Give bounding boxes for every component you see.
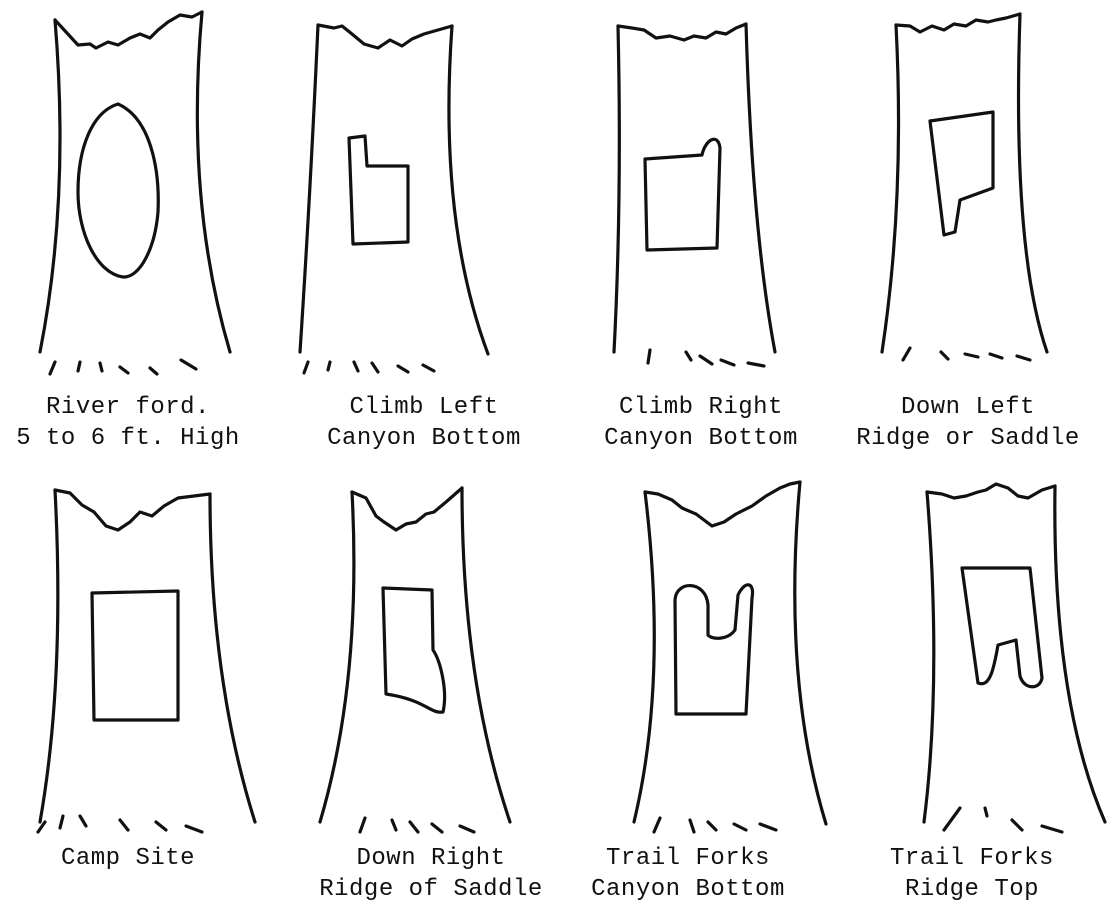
tree-trunk-outline <box>210 494 255 822</box>
tree-down-right <box>320 488 510 832</box>
caption-line: Trail Forks <box>822 843 1117 874</box>
tree-break-top <box>318 25 452 48</box>
tree-trunk-outline <box>320 492 354 822</box>
ground-marks <box>654 818 776 832</box>
tree-trunk-outline <box>462 488 510 822</box>
tree-trunk-outline <box>40 490 58 822</box>
caption-line: Down Right <box>281 843 581 874</box>
tree-trunk-outline <box>634 492 654 822</box>
tree-trunk-outline <box>795 482 826 824</box>
tree-break-top <box>618 24 746 40</box>
tree-trunk-outline <box>40 20 60 352</box>
blaze-fork-down-mark <box>962 568 1042 687</box>
tree-trunk-outline <box>1055 486 1105 822</box>
caption-trail-forks-canyon: Trail Forks Canyon Bottom <box>538 843 838 905</box>
blaze-tab-mark <box>645 139 720 250</box>
tree-trunk-outline <box>197 12 230 352</box>
tree-trunk-outline <box>746 24 775 352</box>
tree-climb-right <box>614 24 775 366</box>
caption-line: Climb Left <box>274 392 574 423</box>
blaze-tail-mark <box>930 112 993 235</box>
caption-line: Ridge Top <box>822 874 1117 905</box>
caption-line: Trail Forks <box>538 843 838 874</box>
tree-break-top <box>55 12 202 48</box>
caption-line: Down Left <box>818 392 1117 423</box>
ground-marks <box>38 816 202 832</box>
caption-line: River ford. <box>0 392 278 423</box>
ground-marks <box>648 350 764 366</box>
caption-trail-forks-ridge: Trail Forks Ridge Top <box>822 843 1117 905</box>
tree-trunk-outline <box>882 25 899 352</box>
tree-trunk-outline <box>614 26 619 352</box>
tree-break-top <box>55 490 210 530</box>
tree-break-top <box>352 488 462 530</box>
tree-trunk-outline <box>1019 14 1047 352</box>
blaze-notch-mark <box>349 136 408 244</box>
tree-trunk-outline <box>300 25 318 352</box>
caption-line: Canyon Bottom <box>538 874 838 905</box>
caption-line: 5 to 6 ft. High <box>0 423 278 454</box>
tree-trunk-outline <box>924 492 934 822</box>
caption-river-ford: River ford. 5 to 6 ft. High <box>0 392 278 454</box>
ground-marks <box>360 818 474 832</box>
blaze-oval-mark <box>78 104 158 277</box>
caption-line: Climb Right <box>551 392 851 423</box>
caption-line: Canyon Bottom <box>551 423 851 454</box>
caption-down-right: Down Right Ridge of Saddle <box>281 843 581 905</box>
blaze-tail-mark <box>383 588 445 712</box>
caption-line: Camp Site <box>0 843 278 874</box>
caption-line: Canyon Bottom <box>274 423 574 454</box>
ground-marks <box>50 360 196 374</box>
tree-trail-forks-ridge <box>924 484 1105 832</box>
caption-climb-right: Climb Right Canyon Bottom <box>551 392 851 454</box>
caption-line: Ridge or Saddle <box>818 423 1117 454</box>
tree-down-left <box>882 14 1047 360</box>
ground-marks <box>304 362 434 373</box>
tree-trunk-outline <box>449 26 488 354</box>
tree-break-top <box>645 482 800 526</box>
caption-camp-site: Camp Site <box>0 843 278 874</box>
tree-break-top <box>896 14 1020 32</box>
tree-trail-forks-canyon <box>634 482 826 832</box>
caption-climb-left: Climb Left Canyon Bottom <box>274 392 574 454</box>
tree-camp-site <box>38 490 255 832</box>
caption-line: Ridge of Saddle <box>281 874 581 905</box>
ground-marks <box>944 808 1062 832</box>
tree-river-ford <box>40 12 230 374</box>
caption-down-left: Down Left Ridge or Saddle <box>818 392 1117 454</box>
blaze-rectangle-mark <box>92 591 178 720</box>
tree-break-top <box>927 484 1055 498</box>
tree-climb-left <box>300 25 488 373</box>
blaze-fork-up-mark <box>675 585 753 714</box>
ground-marks <box>903 348 1030 360</box>
